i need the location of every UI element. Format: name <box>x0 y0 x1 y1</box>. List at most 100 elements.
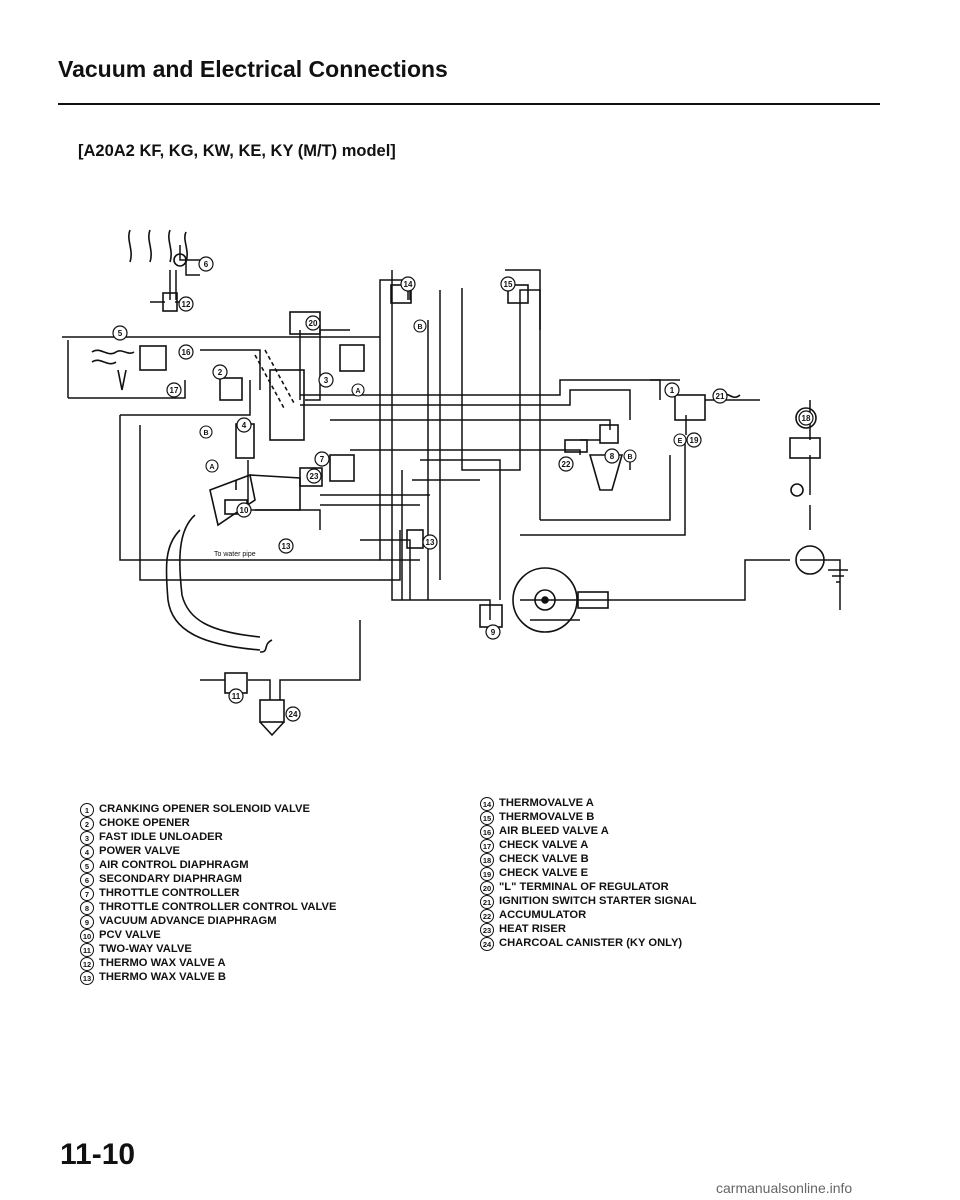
page-title: Vacuum and Electrical Connections <box>58 56 448 82</box>
legend-number: 24 <box>480 937 494 951</box>
svg-text:3: 3 <box>324 376 329 385</box>
svg-text:7: 7 <box>320 455 325 464</box>
legend-text: CHECK VALVE B <box>499 853 589 865</box>
port-b-marker-2: B <box>199 425 213 439</box>
callout-16: 16 <box>178 344 194 360</box>
watermark: carmanualsonline.info <box>716 1180 853 1196</box>
legend-number: 6 <box>80 873 94 887</box>
svg-text:17: 17 <box>170 386 179 395</box>
callout-21: 21 <box>712 388 728 404</box>
legend-text: ACCUMULATOR <box>499 909 587 921</box>
port-a-marker-2: A <box>205 459 219 473</box>
page-number: 11-10 <box>60 1138 136 1171</box>
svg-text:B: B <box>627 454 632 461</box>
legend-item-20: 20"L" TERMINAL OF REGULATOR <box>480 881 696 895</box>
legend-text: THERMO WAX VALVE A <box>99 957 226 969</box>
legend-item-3: 3 FAST IDLE UNLOADER <box>80 831 336 845</box>
callout-13: 13 <box>422 534 438 550</box>
legend-text: VACUUM ADVANCE DIAPHRAGM <box>99 915 277 927</box>
legend-item-6: 6 SECONDARY DIAPHRAGM <box>80 873 336 887</box>
callout-4: 4 <box>236 417 252 433</box>
callout-17: 17 <box>166 382 182 398</box>
legend-number: 19 <box>480 867 494 881</box>
svg-text:11: 11 <box>232 692 241 701</box>
hose-lines <box>62 245 848 700</box>
callout-9: 9 <box>485 624 501 640</box>
legend-number: 2 <box>80 817 94 831</box>
callout-10: 10 <box>236 502 252 518</box>
components <box>91 229 825 737</box>
legend-number: 7 <box>80 887 94 901</box>
legend-item-24: 24 CHARCOAL CANISTER (KY ONLY) <box>480 937 696 951</box>
legend-text: CHARCOAL CANISTER (KY ONLY) <box>499 937 683 949</box>
legend-number: 16 <box>480 825 494 839</box>
callout-markers: 1 2 3 4 5 6 7 8 9 10 11 12 13 13 14 15 1… <box>112 256 814 722</box>
water-pipe-label: To water pipe <box>214 551 256 558</box>
svg-text:4: 4 <box>242 421 247 430</box>
callout-2: 2 <box>212 364 228 380</box>
legend-text: HEAT RISER <box>499 923 566 935</box>
legend-number: 23 <box>480 923 494 937</box>
callout-24: 24 <box>285 706 301 722</box>
svg-text:18: 18 <box>802 414 811 423</box>
title-rule <box>58 103 880 105</box>
port-b-marker-1: B <box>413 319 427 333</box>
svg-text:13: 13 <box>426 538 435 547</box>
svg-text:8: 8 <box>610 452 615 461</box>
legend-text: AIR CONTROL DIAPHRAGM <box>99 859 249 871</box>
legend-text: CHOKE OPENER <box>99 817 190 829</box>
svg-text:2: 2 <box>218 368 223 377</box>
legend-text: THERMO WAX VALVE B <box>99 971 226 983</box>
svg-text:15: 15 <box>504 280 513 289</box>
callout-6: 6 <box>198 256 214 272</box>
legend-text: CRANKING OPENER SOLENOID VALVE <box>99 803 310 815</box>
legend-text: TWO-WAY VALVE <box>99 943 192 955</box>
legend-number: 5 <box>80 859 94 873</box>
svg-text:5: 5 <box>118 329 123 338</box>
legend-number: 21 <box>480 895 494 909</box>
legend-text: THERMOVALVE A <box>499 797 594 809</box>
legend-number: 3 <box>80 831 94 845</box>
callout-23: 23 <box>306 468 322 484</box>
svg-text:B: B <box>203 430 208 437</box>
port-markers: A A B B B E <box>199 319 687 473</box>
svg-text:12: 12 <box>182 300 191 309</box>
legend-text: SECONDARY DIAPHRAGM <box>99 873 242 885</box>
legend-text: IGNITION SWITCH STARTER SIGNAL <box>499 895 697 907</box>
legend-text: CHECK VALVE E <box>499 867 589 879</box>
legend-number: 4 <box>80 845 94 859</box>
svg-text:24: 24 <box>289 710 298 719</box>
callout-5: 5 <box>112 325 128 341</box>
svg-text:22: 22 <box>562 460 571 469</box>
legend-item-5: 5 AIR CONTROL DIAPHRAGM <box>80 859 336 873</box>
legend-number: 14 <box>480 797 494 811</box>
legend-number: 12 <box>80 957 94 971</box>
legend-number: 9 <box>80 915 94 929</box>
callout-1: 1 <box>664 382 680 398</box>
svg-text:19: 19 <box>690 436 699 445</box>
callout-19: 19 <box>686 432 702 448</box>
svg-text:B: B <box>417 324 422 331</box>
svg-text:6: 6 <box>204 260 209 269</box>
callout-8: 8 <box>604 448 620 464</box>
callout-3: 3 <box>318 372 334 388</box>
legend-text: FAST IDLE UNLOADER <box>99 831 223 843</box>
legend-item-19: 19 CHECK VALVE E <box>480 867 696 881</box>
legend-item-23: 23 HEAT RISER <box>480 923 696 937</box>
legend-text: "L" TERMINAL OF REGULATOR <box>499 881 669 893</box>
callout-13b: 13 <box>278 538 294 554</box>
svg-text:A: A <box>355 388 360 395</box>
svg-text:9: 9 <box>491 628 496 637</box>
